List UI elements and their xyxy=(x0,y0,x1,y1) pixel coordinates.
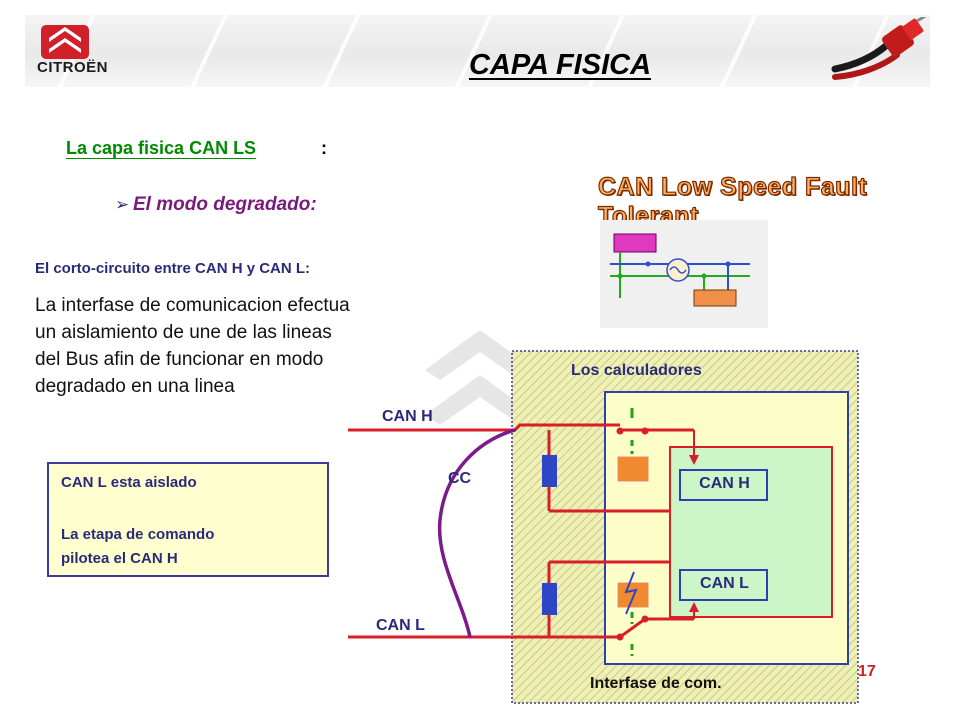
fault-tolerant-title: CAN Low Speed Fault Tolerant xyxy=(597,172,868,230)
cable-plug-icon xyxy=(831,17,927,80)
section-heading-colon: : xyxy=(321,138,327,158)
switch-can-l-open xyxy=(619,617,646,639)
faint-chevrons-watermark xyxy=(425,330,535,425)
banner-stripes xyxy=(25,15,930,87)
description-line: La interfase de comunicacion efectua xyxy=(35,295,350,316)
bus-can-l-label: CAN L xyxy=(376,617,425,634)
switch-actuator-h xyxy=(616,455,650,483)
section-heading: La capa fisica CAN LS xyxy=(66,138,257,158)
can-h-bus-line xyxy=(348,423,620,432)
resistor-can-l xyxy=(542,583,557,615)
note-line-control: La etapa de comando xyxy=(61,526,215,543)
description-paragraph: La interfase de comunicacion efectua un … xyxy=(35,292,455,400)
lightning-fault-icon xyxy=(624,571,638,615)
arrow-up-icon xyxy=(689,602,699,612)
bus-can-h-label: CAN H xyxy=(382,408,433,425)
schematic-block-bottom xyxy=(693,289,737,307)
brand-name: CITROËN xyxy=(37,59,108,76)
short-circuit-line xyxy=(437,428,516,638)
note-line-isolated: CAN L esta aislado xyxy=(61,474,197,491)
schematic-block-top xyxy=(613,233,657,253)
note-box: CAN L esta aislado La etapa de comando p… xyxy=(47,462,329,577)
note-line-pilot: pilotea el CAN H xyxy=(61,550,178,567)
bullet-arrow-icon: ➢ xyxy=(115,195,130,214)
inner-can-l-label: CAN L xyxy=(700,575,749,592)
description-line: degradado en una linea xyxy=(35,376,235,397)
mode-heading: El modo degradado: xyxy=(133,194,317,215)
page-title: CAPA FISICA xyxy=(468,49,652,81)
resistor-can-h xyxy=(542,455,557,487)
fault-tolerant-schematic xyxy=(600,220,768,328)
short-circuit-heading: El corto-circuito entre CAN H y CAN L: xyxy=(35,260,311,277)
calculators-label: Los calculadores xyxy=(571,362,702,379)
page-number: 17 xyxy=(858,663,876,680)
header-banner: CITROËN CAPA FISICA xyxy=(25,15,930,87)
arrow-down-icon xyxy=(689,455,699,465)
short-circuit-label: CC xyxy=(448,470,472,487)
description-line: del Bus afin de funcionar en modo xyxy=(35,349,324,370)
citroen-chevrons-logo xyxy=(41,25,89,59)
inner-can-h-label: CAN H xyxy=(699,475,750,492)
inner-can-h-box xyxy=(679,469,768,501)
inner-can-l-box xyxy=(679,569,768,601)
description-line: un aislamiento de une de las lineas xyxy=(35,322,332,343)
interface-label: Interfase de com. xyxy=(590,675,722,692)
